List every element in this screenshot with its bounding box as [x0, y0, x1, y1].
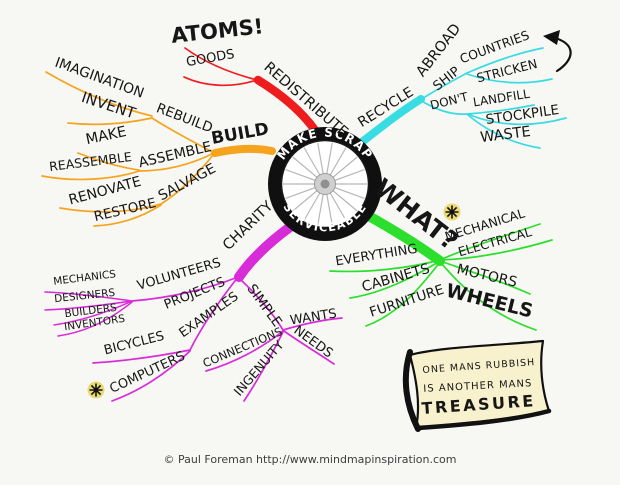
branch-stricken-line	[466, 73, 553, 84]
branch-atoms-line	[184, 47, 258, 81]
asterisk-icon	[87, 381, 105, 399]
node-waste: WASTE	[479, 124, 531, 146]
branch-charity-lines	[44, 222, 343, 402]
branch-redistribute-lines	[183, 47, 322, 138]
branch-ingenuity-line	[243, 331, 284, 402]
branch-recycle-trunk	[358, 95, 425, 146]
branch-reassemble-line	[41, 170, 140, 181]
wheel-axle	[320, 179, 330, 189]
branch-simple-line	[237, 276, 284, 331]
branch-cabinets-line	[349, 260, 441, 299]
bicycle-wheel-image: MAKE SCRAP SERVICEABLE	[268, 124, 382, 241]
branch-countries-line	[466, 47, 544, 74]
branch-wants-line	[282, 317, 343, 331]
asterisk-glyph	[89, 383, 103, 397]
branch-what-lines	[329, 210, 553, 331]
branch-stockpile-line	[467, 113, 567, 126]
asterisk-icon	[443, 203, 461, 221]
branch-charity-trunk	[234, 222, 295, 282]
branch-waste-line	[467, 114, 541, 149]
node-wants: WANTS	[289, 306, 338, 328]
branch-imagination-line	[45, 71, 153, 117]
branch-build-trunk	[211, 144, 276, 157]
branch-projects-examples-line	[189, 276, 239, 351]
branch-mechanics-line	[44, 291, 133, 302]
branch-computers-line	[111, 350, 191, 402]
branch-redistribute-trunk	[253, 75, 322, 138]
note-left-edge	[402, 349, 421, 432]
branch-ship-line	[419, 72, 468, 101]
branch-designers-line	[44, 300, 133, 311]
curved-arrow-icon	[543, 30, 572, 73]
quote-note: ONE MANS RUBBISH IS ANOTHER MANS TREASUR…	[402, 339, 552, 432]
branch-goods-line	[183, 76, 258, 87]
branch-electrical-line	[439, 239, 553, 261]
note-bottom-edge	[415, 408, 552, 431]
copyright-text: © Paul Foreman http://www.mindmapinspira…	[164, 453, 457, 466]
branch-motors-line	[439, 260, 531, 295]
branch-renovate-line	[59, 203, 162, 213]
asterisk-glyph	[445, 205, 459, 219]
branch-salvage-line	[160, 153, 215, 205]
branch-restore-line	[93, 204, 162, 227]
branch-volunteers-line	[131, 276, 239, 302]
branch-inventors-line	[57, 301, 133, 337]
branch-rebuild-line	[151, 117, 215, 154]
branch-recycle-lines	[358, 47, 567, 149]
branch-everything-line	[329, 259, 441, 273]
branch-bicycles-line	[92, 349, 191, 364]
branch-invent-line	[67, 117, 153, 126]
branch-what-trunk	[362, 210, 445, 266]
branch-furniture-line	[365, 261, 441, 327]
branch-build-lines	[41, 71, 276, 227]
branch-mechanical-line	[439, 223, 541, 261]
branch-connections-line	[205, 330, 284, 372]
branch-assemble-line	[138, 152, 215, 172]
branch-builders-line	[53, 300, 133, 326]
branch-needs-line	[283, 330, 335, 365]
branch-wheels-line	[439, 261, 537, 331]
branch-make-line	[77, 152, 140, 171]
arrow-head	[543, 30, 560, 45]
